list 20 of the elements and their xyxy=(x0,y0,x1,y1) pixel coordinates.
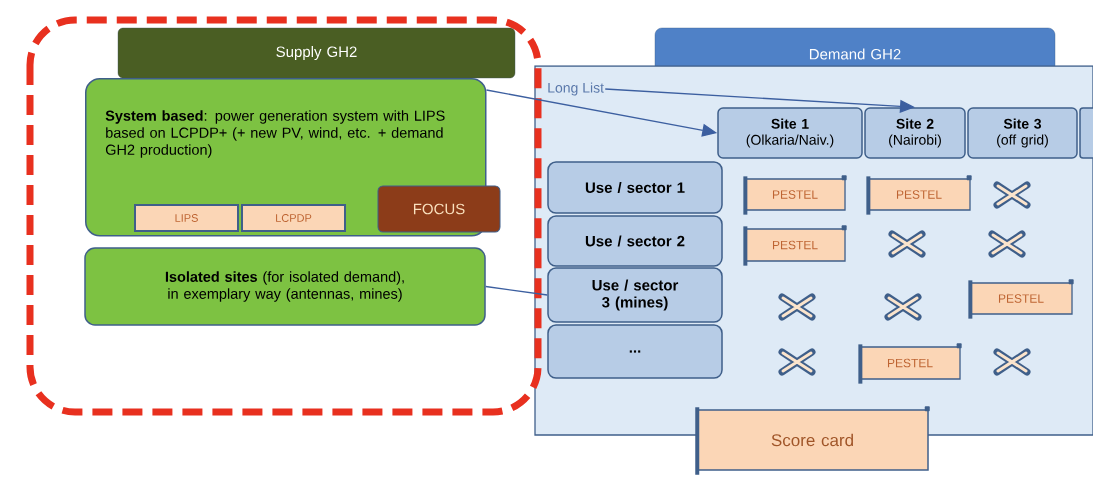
score-card-scroll: Score card xyxy=(695,406,930,475)
column-header xyxy=(1079,107,1093,159)
column-header: Site 3 (off grid) xyxy=(967,107,1078,159)
scroll-label: PESTEL xyxy=(866,175,972,215)
row-header: Use / sector 1 xyxy=(547,161,723,214)
column-header: Site 1 (Olkaria/Naiv.) xyxy=(717,107,863,159)
scroll-label: PESTEL xyxy=(968,279,1074,319)
scroll-label: PESTEL xyxy=(743,225,847,266)
column-header: Site 2 (Nairobi) xyxy=(864,107,966,159)
scroll-label: PESTEL xyxy=(858,343,962,384)
row-header: Use / sector 3 (mines) xyxy=(547,267,723,323)
tag-label: LIPS xyxy=(134,204,239,232)
text-box: Isolated sites (for isolated demand), in exemplary way (antennas, mines) xyxy=(84,247,486,326)
scroll-label: PESTEL xyxy=(743,175,847,215)
header-bar: Supply GH2 xyxy=(117,27,516,79)
row-header: Use / sector 2 xyxy=(547,215,723,267)
row-header: ... xyxy=(547,324,723,379)
focus-badge: FOCUS xyxy=(377,185,501,233)
tag-label: LCPDP xyxy=(241,204,346,232)
panel-title: Long List xyxy=(548,82,604,96)
